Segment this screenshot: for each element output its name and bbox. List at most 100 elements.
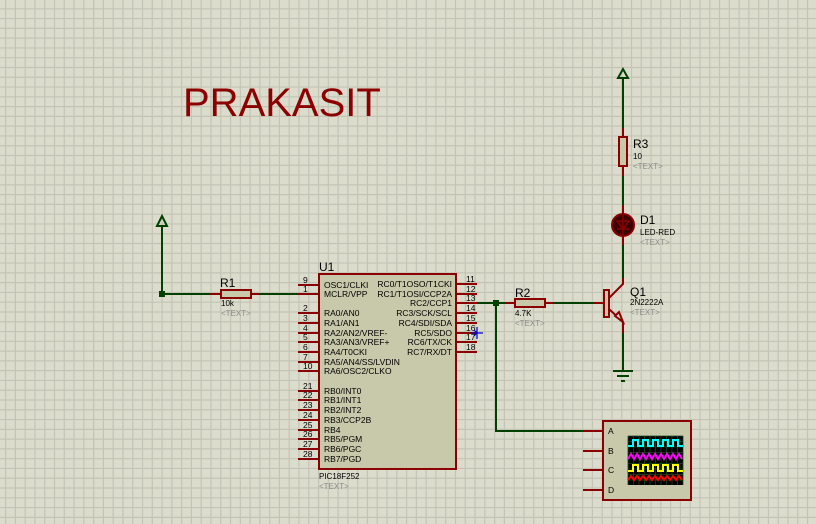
scope-channel-label: C xyxy=(608,465,614,475)
pin-label: RA6/OSC2/CLKO xyxy=(324,366,392,376)
pin-label: RB1/INT1 xyxy=(324,395,362,405)
power-terminal-top[interactable] xyxy=(616,66,630,79)
transistor-q1[interactable]: Q1 2N2222A <TEXT> xyxy=(594,278,664,333)
wire-to-scope-a[interactable] xyxy=(495,303,583,432)
scope-channel-c[interactable]: C xyxy=(583,465,614,475)
pin-number: 15 xyxy=(466,313,476,323)
d1-text: <TEXT> xyxy=(640,238,670,247)
pin-label: RC7/RX/DT xyxy=(407,347,452,357)
pin-number: 18 xyxy=(466,342,476,352)
cursor-crosshair-icon xyxy=(471,327,483,339)
pin-label: RC6/TX/CK xyxy=(408,337,453,347)
pin-label: RB3/CCP2B xyxy=(324,415,372,425)
pin-label: RC3/SCK/SCL xyxy=(396,308,452,318)
r3-value: 10 xyxy=(633,152,642,161)
u1-text: <TEXT> xyxy=(319,482,349,491)
r3-ref: R3 xyxy=(633,137,649,151)
pin-number: 28 xyxy=(303,449,313,459)
q1-ref: Q1 xyxy=(630,285,646,299)
ground-icon[interactable] xyxy=(613,370,633,382)
scope-channel-b[interactable]: B xyxy=(583,446,614,456)
d1-ref: D1 xyxy=(640,213,656,227)
power-arrow-icon xyxy=(155,213,169,227)
pin-label: RA3/AN3/VREF+ xyxy=(324,337,389,347)
pin-label: RB5/PGM xyxy=(324,434,362,444)
pin-label: RC4/SDI/SDA xyxy=(399,318,453,328)
pin-number: 13 xyxy=(466,293,476,303)
resistor-r1[interactable]: R1 10k <TEXT> xyxy=(210,276,260,318)
q1-value: 2N2222A xyxy=(630,298,664,307)
power-terminal-left[interactable] xyxy=(155,213,169,294)
r2-ref: R2 xyxy=(515,286,531,300)
title-label[interactable]: PRAKASIT xyxy=(183,81,381,125)
pin-label: RA2/AN2/VREF- xyxy=(324,328,387,338)
pin-label: RC5/SDO xyxy=(414,328,452,338)
pin-number: 14 xyxy=(466,303,476,313)
pin-number: 16 xyxy=(466,323,476,333)
resistor-r3[interactable]: R3 10 <TEXT> xyxy=(618,128,663,176)
pin-number: 22 xyxy=(303,390,313,400)
pin-number: 26 xyxy=(303,429,313,439)
pin-label: RB7/PGD xyxy=(324,454,361,464)
pin-label: RA0/AN0 xyxy=(324,308,360,318)
power-arrow-icon xyxy=(616,66,630,79)
scope-channel-label: B xyxy=(608,446,614,456)
r3-text: <TEXT> xyxy=(633,162,663,171)
r2-text: <TEXT> xyxy=(515,319,545,328)
pin-label: RA4/T0CKI xyxy=(324,347,367,357)
scope-channel-label: A xyxy=(608,426,614,436)
trace-b xyxy=(627,452,683,461)
scope-channel-label: D xyxy=(608,485,614,495)
pin-label: RA1/AN1 xyxy=(324,318,360,328)
u1-part: PIC18F252 xyxy=(319,472,360,481)
d1-value: LED-RED xyxy=(640,228,675,237)
r2-value: 4.7K xyxy=(515,309,532,318)
pin-label: RB0/INT0 xyxy=(324,386,362,396)
scope-channel-a[interactable]: A xyxy=(583,426,614,436)
trace-a xyxy=(628,439,683,447)
pin-number: 4 xyxy=(303,323,308,333)
pin-number: 9 xyxy=(303,275,308,285)
pin-label: RA5/AN4/SS/LVDIN xyxy=(324,357,400,367)
pin-number: 21 xyxy=(303,381,313,391)
pin-label: OSC1/CLKI xyxy=(324,280,368,290)
scope-channel-d[interactable]: D xyxy=(583,485,614,495)
pin-label: RC1/T1OSI/CCP2A xyxy=(377,289,452,299)
pin-label: RB2/INT2 xyxy=(324,405,362,415)
pin-number: 6 xyxy=(303,342,308,352)
led-d1[interactable]: D1 LED-RED <TEXT> xyxy=(611,205,675,247)
pin-number: 23 xyxy=(303,400,313,410)
pin-label: RC2/CCP1 xyxy=(410,298,452,308)
resistor-r2[interactable]: R2 4.7K <TEXT> xyxy=(505,286,554,328)
pin-number: 24 xyxy=(303,410,313,420)
q1-text: <TEXT> xyxy=(630,308,660,317)
pin-number: 10 xyxy=(303,361,313,371)
